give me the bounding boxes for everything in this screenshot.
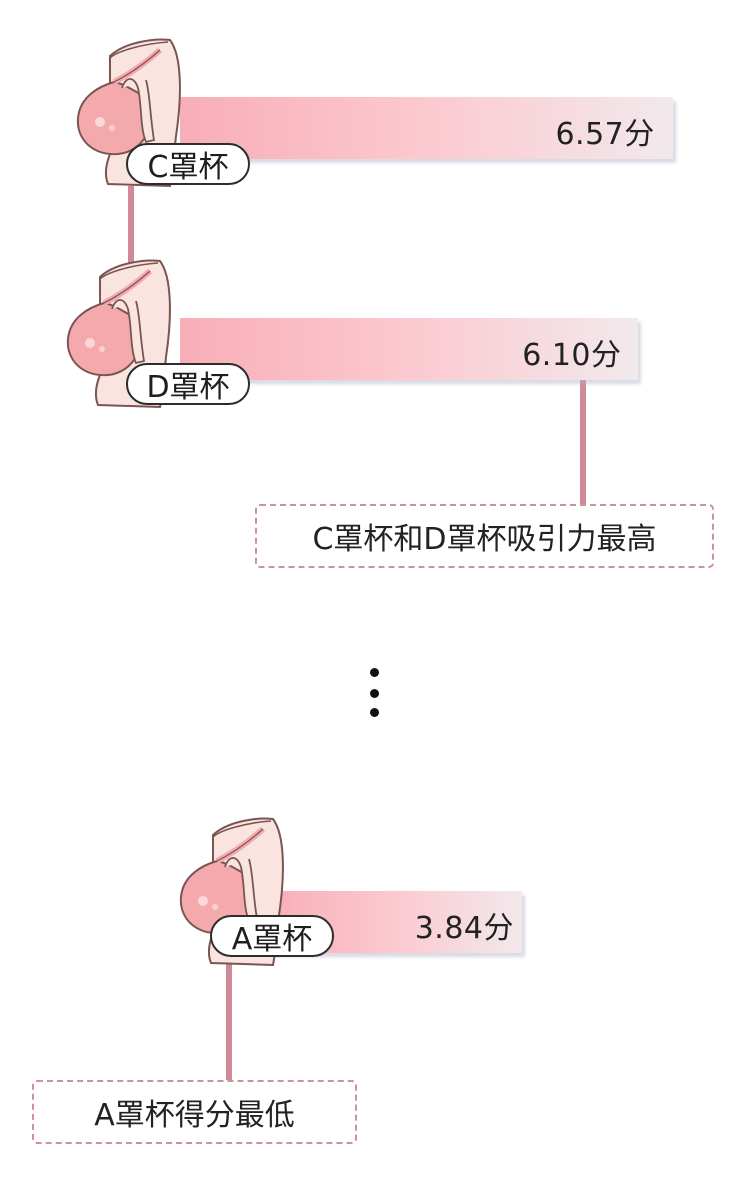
ellipsis-icon	[365, 664, 385, 724]
ellipsis-dot-0	[370, 668, 379, 677]
bar-1	[180, 318, 638, 380]
data-label-2: 3.84分	[414, 911, 514, 946]
annotation-1: A罩杯得分最低	[32, 1080, 357, 1144]
bra-c-cup-icon	[70, 36, 190, 195]
category-label-1: D罩杯	[126, 363, 250, 405]
annotation-0: C罩杯和D罩杯吸引力最高	[255, 504, 714, 568]
data-label-1: 6.10分	[522, 338, 622, 373]
category-label-2: A罩杯	[210, 915, 334, 957]
data-label-0: 6.57分	[555, 117, 655, 152]
category-label-0: C罩杯	[126, 143, 250, 185]
ellipsis-dot-1	[370, 689, 379, 698]
bra-c-cup-icon	[76, 38, 181, 188]
ellipsis-dot-2	[370, 708, 379, 717]
bar-0	[180, 97, 673, 159]
